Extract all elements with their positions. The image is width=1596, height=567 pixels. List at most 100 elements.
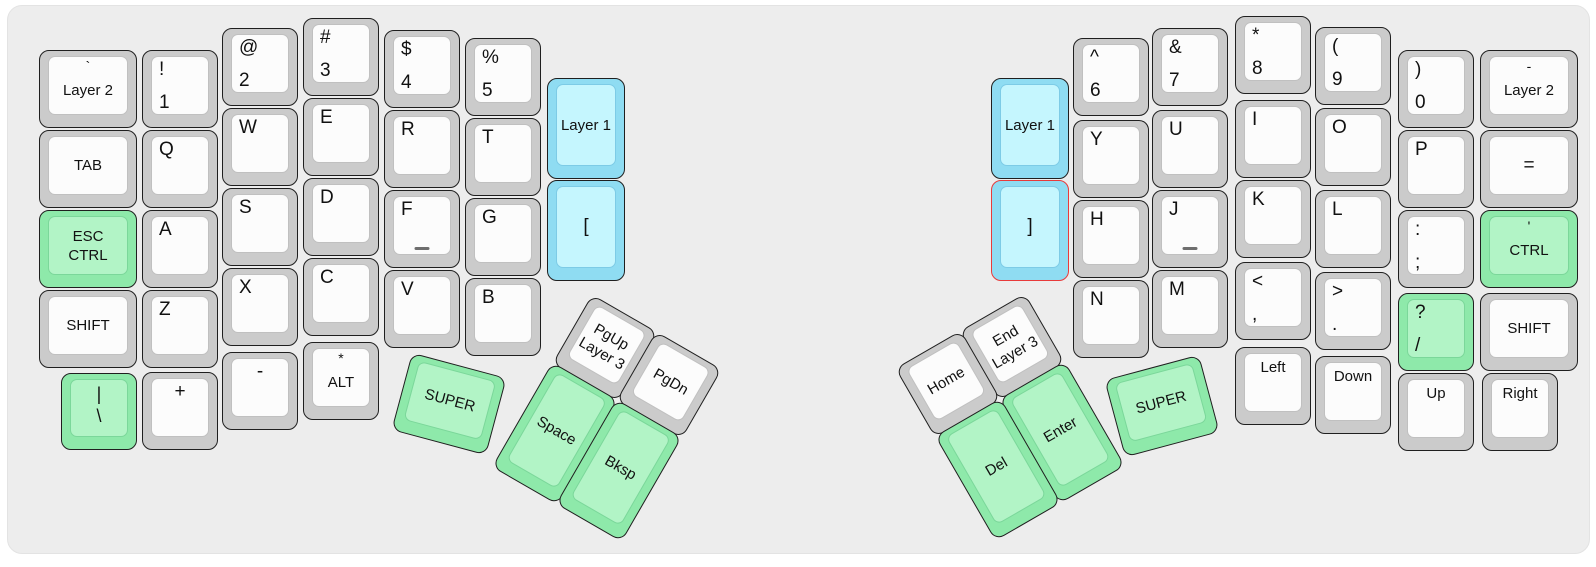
key-x[interactable]: X (222, 268, 298, 346)
key-w[interactable]: W (222, 108, 298, 186)
key-legend: 0 (1415, 92, 1426, 113)
key-l[interactable]: L (1315, 190, 1391, 268)
key-minus-layer2[interactable]: -Layer 2 (1480, 50, 1578, 128)
key-legend: N (1090, 289, 1104, 310)
key-legend: $ (401, 39, 412, 60)
key-layer1-right[interactable]: Layer 1 (991, 78, 1069, 179)
key-t[interactable]: T (465, 118, 541, 196)
key-colon-semicolon[interactable]: :; (1398, 210, 1474, 288)
key-star-alt[interactable]: *ALT (303, 342, 379, 420)
key-grave-layer2[interactable]: `Layer 2 (39, 50, 137, 128)
key-legend: ` (85, 58, 91, 74)
key-f[interactable]: F (384, 190, 460, 268)
key-up-arrow[interactable]: Up (1398, 373, 1474, 451)
key-shift-right[interactable]: SHIFT (1480, 293, 1578, 371)
key-dollar-4[interactable]: $4 (384, 30, 460, 108)
key-h[interactable]: H (1073, 200, 1149, 278)
key-legend: K (1252, 189, 1265, 210)
key-lt-comma[interactable]: <, (1235, 262, 1311, 340)
key-legend: W (239, 117, 257, 138)
key-u[interactable]: U (1152, 110, 1228, 188)
keycap-top: SUPER (1114, 362, 1208, 443)
key-shift-left[interactable]: SHIFT (39, 290, 137, 368)
key-k[interactable]: K (1235, 180, 1311, 258)
key-plus[interactable]: + (142, 372, 218, 450)
key-m[interactable]: M (1152, 270, 1228, 348)
key-o[interactable]: O (1315, 108, 1391, 186)
key-s[interactable]: S (222, 188, 298, 266)
key-layer1-left[interactable]: Layer 1 (547, 78, 625, 179)
key-g[interactable]: G (465, 198, 541, 276)
key-quote-ctrl[interactable]: 'CTRL (1480, 210, 1578, 288)
homing-bar (1182, 247, 1198, 250)
key-legend: U (1169, 119, 1183, 140)
keycap-top: K (1244, 186, 1302, 245)
key-i[interactable]: I (1235, 100, 1311, 178)
keycap-top: [ (556, 186, 616, 268)
key-legend: Layer 1 (1004, 116, 1056, 134)
key-pipe-backslash[interactable]: |\ (61, 373, 137, 450)
key-p[interactable]: P (1398, 130, 1474, 208)
key-legend: * (338, 350, 344, 366)
key-e[interactable]: E (303, 98, 379, 176)
keycap-top: J (1161, 196, 1219, 255)
keycap-top: U (1161, 116, 1219, 175)
key-legend: Layer 2 (1503, 82, 1555, 99)
key-tab[interactable]: TAB (39, 130, 137, 208)
key-lbracket[interactable]: [ (547, 180, 625, 281)
key-lparen-9[interactable]: (9 (1315, 27, 1391, 105)
keycap-top: H (1082, 206, 1140, 265)
key-at-2[interactable]: @2 (222, 28, 298, 106)
key-legend: | (96, 384, 102, 404)
key-v[interactable]: V (384, 270, 460, 348)
key-a[interactable]: A (142, 210, 218, 288)
key-d[interactable]: D (303, 178, 379, 256)
key-legend: 7 (1169, 70, 1180, 91)
key-legend: TAB (73, 157, 103, 174)
keycap-top: ^6 (1082, 44, 1140, 103)
key-j[interactable]: J (1152, 190, 1228, 268)
key-star-8[interactable]: *8 (1235, 16, 1311, 94)
key-left-arrow[interactable]: Left (1235, 347, 1311, 425)
key-legend: B (482, 287, 495, 308)
key-question-slash[interactable]: ?/ (1398, 293, 1474, 371)
key-c[interactable]: C (303, 258, 379, 336)
key-r[interactable]: R (384, 110, 460, 188)
key-legend: + (174, 381, 186, 402)
key-down-arrow[interactable]: Down (1315, 356, 1391, 434)
keycap-top: Layer 1 (1000, 84, 1060, 166)
key-b[interactable]: B (465, 278, 541, 356)
keycap-top: E (312, 104, 370, 163)
key-percent-5[interactable]: %5 (465, 38, 541, 116)
key-minus[interactable]: - (222, 352, 298, 430)
key-legend: > (1332, 281, 1344, 302)
key-rbracket[interactable]: ] (991, 180, 1069, 281)
key-legend: Q (159, 139, 174, 160)
key-y[interactable]: Y (1073, 120, 1149, 198)
keycap-top: -Layer 2 (1489, 56, 1569, 115)
key-n[interactable]: N (1073, 280, 1149, 358)
keycap-top: *ALT (312, 348, 370, 407)
key-legend: ESC (72, 227, 104, 245)
key-equals[interactable]: = (1480, 130, 1578, 208)
keycap-top: Down (1324, 362, 1382, 421)
key-legend: & (1169, 37, 1182, 58)
key-caret-6[interactable]: ^6 (1073, 38, 1149, 116)
key-legend: ^ (1090, 47, 1099, 68)
key-legend: - (256, 361, 264, 382)
key-z[interactable]: Z (142, 290, 218, 368)
key-hash-3[interactable]: #3 (303, 18, 379, 96)
key-excl-1[interactable]: !1 (142, 50, 218, 128)
key-legend: PgDn (650, 365, 692, 399)
keycap-top: ?/ (1407, 299, 1465, 358)
key-q[interactable]: Q (142, 130, 218, 208)
keycap-top: M (1161, 276, 1219, 335)
key-amp-7[interactable]: &7 (1152, 28, 1228, 106)
key-gt-period[interactable]: >. (1315, 272, 1391, 350)
key-legend: = (1523, 154, 1535, 176)
key-legend: * (1252, 25, 1260, 46)
key-right-arrow[interactable]: Right (1482, 373, 1558, 451)
key-legend: R (401, 119, 415, 140)
key-rparen-0[interactable]: )0 (1398, 50, 1474, 128)
